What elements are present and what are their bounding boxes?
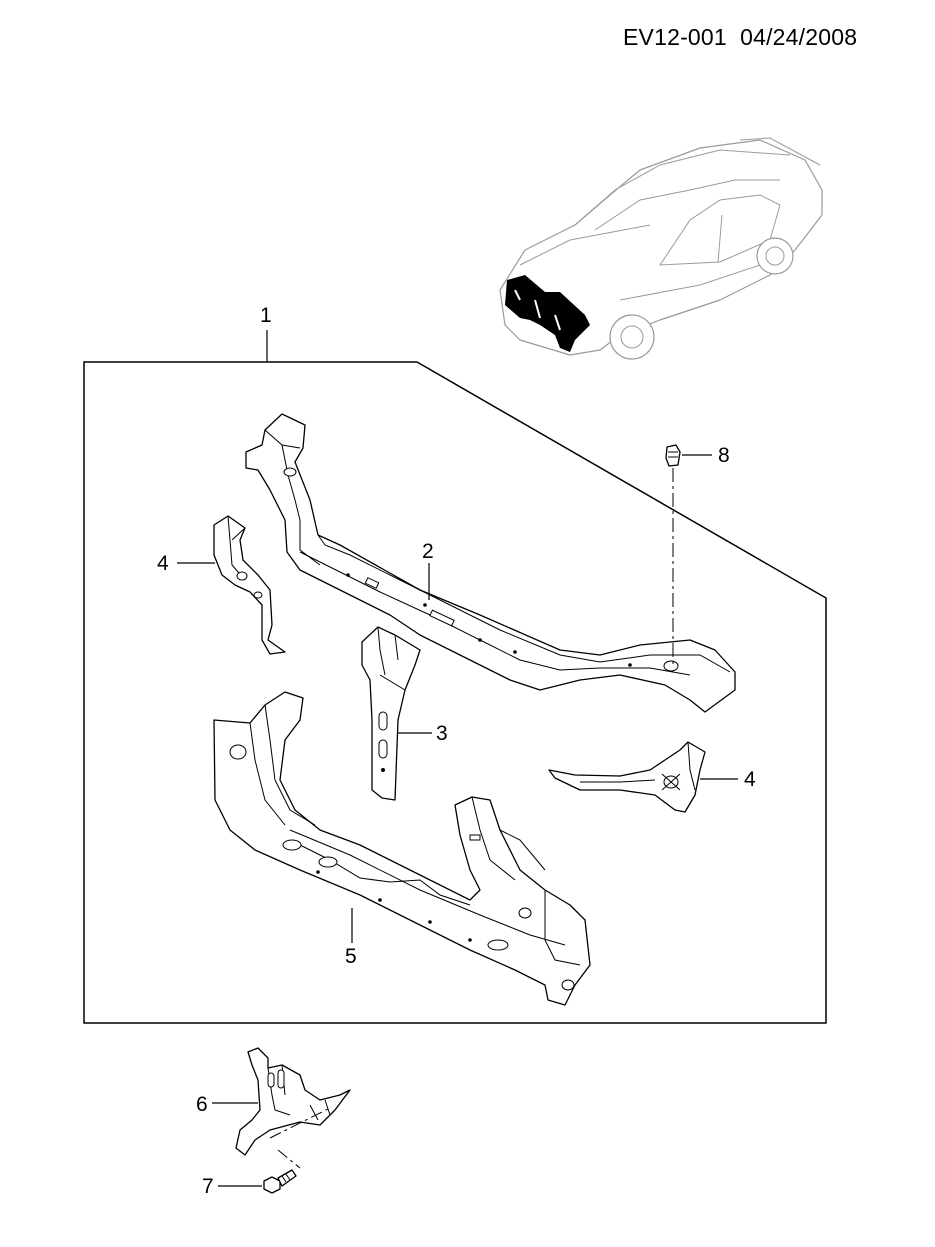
callout-3: 3 — [436, 722, 448, 745]
callout-4-right: 4 — [744, 768, 756, 791]
callout-4-left: 4 — [157, 552, 169, 575]
center-brace-part — [361, 626, 421, 801]
vehicle-locator-illustration — [499, 137, 823, 360]
callout-7: 7 — [202, 1175, 214, 1198]
diagram-reference: EV12-001 04/24/2008 — [623, 24, 857, 51]
callout-8: 8 — [718, 444, 730, 467]
hood-latch-bracket-part — [235, 1047, 351, 1156]
callout-2: 2 — [422, 540, 434, 563]
side-bracket-right-part — [548, 741, 706, 813]
callout-1: 1 — [260, 304, 272, 327]
upper-member-part — [245, 413, 736, 713]
diagram-date: 04/24/2008 — [740, 24, 858, 50]
assembly-boundary — [83, 361, 827, 1024]
bumper-part — [665, 444, 681, 467]
side-bracket-left-part — [213, 515, 286, 655]
callout-5: 5 — [345, 945, 357, 968]
lower-member-part — [213, 691, 591, 1006]
bolt-part — [263, 1169, 297, 1194]
callout-6: 6 — [196, 1093, 208, 1116]
diagram-code: EV12-001 — [623, 24, 727, 50]
